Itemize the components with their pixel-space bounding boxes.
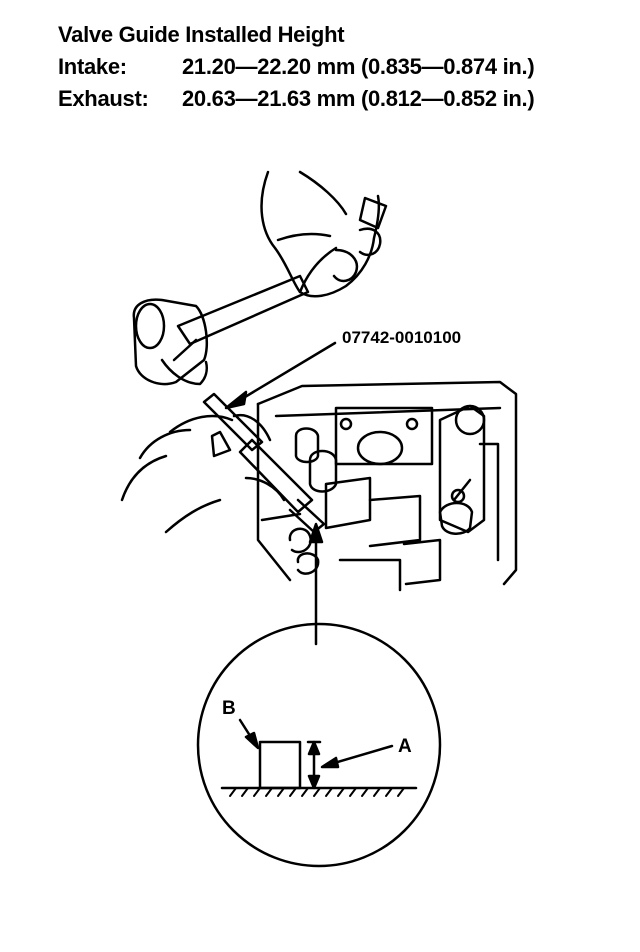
callout-a-label: A (398, 736, 412, 757)
intake-spec-row: Intake: 21.20—22.20 mm (0.835—0.874 in.) (58, 54, 535, 80)
exhaust-label: Exhaust: (58, 86, 149, 111)
detail-leader-arrow (308, 522, 324, 646)
part-number-leader-arrow (224, 341, 337, 410)
exhaust-spec-row: Exhaust: 20.63—21.63 mm (0.812—0.852 in.) (58, 86, 535, 112)
detail-view (196, 622, 442, 868)
intake-label: Intake: (58, 54, 127, 79)
driver-tool-drawing (120, 392, 326, 534)
cylinder-head-drawing (256, 380, 518, 592)
hammer-drawing (132, 274, 310, 386)
spec-title: Valve Guide Installed Height (58, 22, 345, 47)
callout-b-label: B (222, 698, 236, 719)
tool-part-number: 07742-0010100 (342, 328, 462, 347)
intake-value: 21.20—22.20 mm (0.835—0.874 in.) (182, 54, 535, 79)
hammer-hand-drawing (260, 170, 388, 298)
exhaust-value: 20.63—21.63 mm (0.812—0.852 in.) (182, 86, 535, 111)
